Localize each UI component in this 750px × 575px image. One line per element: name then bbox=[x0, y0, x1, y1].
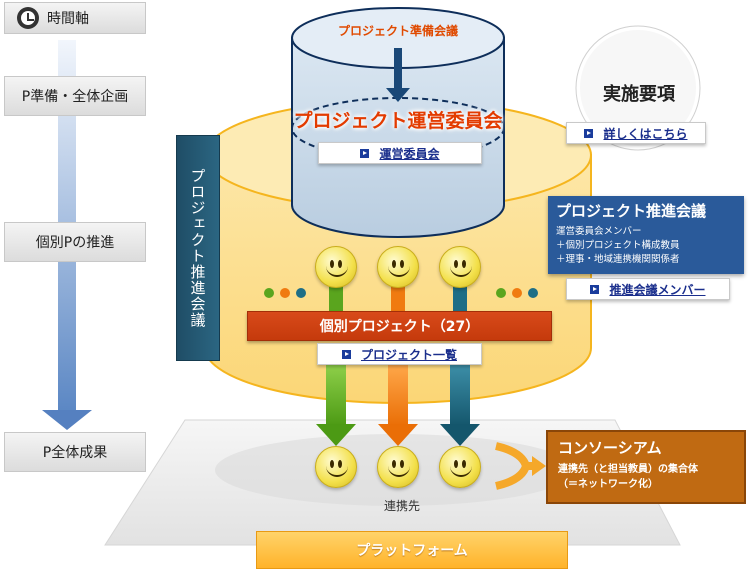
project-list-link-label: プロジェクト一覧 bbox=[360, 347, 457, 362]
steering-committee-title: プロジェクト運営委員会 bbox=[293, 110, 503, 132]
promotion-members-link-button[interactable]: 推進会議メンバー bbox=[566, 278, 730, 300]
promotion-member-line: ＋理事・地域連携機関関係者 bbox=[556, 254, 680, 265]
smiley-face-icon bbox=[377, 246, 419, 288]
arrow-bullet-icon bbox=[341, 349, 351, 359]
promotion-member-line: ＋個別プロジェクト構成教員 bbox=[556, 240, 680, 251]
ellipsis-dot bbox=[280, 288, 290, 298]
promotion-meeting-vertical-label: プロジェクト推進会議 bbox=[176, 135, 220, 361]
arrow-bullet-icon bbox=[360, 148, 370, 158]
ellipsis-dot bbox=[496, 288, 506, 298]
ellipsis-dot bbox=[264, 288, 274, 298]
output-arrows bbox=[316, 364, 480, 446]
merge-arrow bbox=[495, 442, 546, 490]
smiley-face-icon bbox=[439, 446, 481, 488]
timeline-step-results: P全体成果 bbox=[4, 432, 146, 472]
ellipsis-dot bbox=[528, 288, 538, 298]
consortium-box: コンソーシアム 連携先（と担当教員）の集合体 （＝ネットワーク化） bbox=[546, 430, 746, 504]
individual-projects-bar: 個別プロジェクト（27） bbox=[247, 311, 552, 341]
implementation-title: 実施要項 bbox=[603, 84, 675, 105]
timeline-step-promotion: 個別Pの推進 bbox=[4, 222, 146, 262]
timeline-step-label: P全体成果 bbox=[42, 445, 108, 461]
timeline-step-label: P準備・全体企画 bbox=[21, 89, 129, 105]
smiley-face-icon bbox=[315, 446, 357, 488]
clock-icon bbox=[17, 7, 39, 29]
consortium-description: 連携先（と担当教員）の集合体 bbox=[558, 464, 698, 475]
preparation-meeting-label: プロジェクト準備会議 bbox=[337, 24, 458, 38]
promotion-meeting-title: プロジェクト推進会議 bbox=[556, 202, 707, 220]
ellipsis-dot bbox=[296, 288, 306, 298]
project-list-link-button[interactable]: プロジェクト一覧 bbox=[317, 343, 482, 365]
details-link-button[interactable]: 詳しくはこちら bbox=[566, 122, 706, 144]
platform-bar: プラットフォーム bbox=[256, 531, 568, 569]
timeline-step-label: 個別Pの推進 bbox=[35, 235, 115, 251]
smiley-face-icon bbox=[439, 246, 481, 288]
smiley-face-icon bbox=[315, 246, 357, 288]
consortium-description: （＝ネットワーク化） bbox=[558, 479, 658, 490]
promotion-member-line: 運営委員会メンバー bbox=[556, 226, 642, 237]
details-link-label: 詳しくはこちら bbox=[603, 126, 688, 141]
arrow-bullet-icon bbox=[584, 128, 594, 138]
timeline-arrow-head bbox=[42, 410, 92, 430]
promotion-meeting-box: プロジェクト推進会議 運営委員会メンバー ＋個別プロジェクト構成教員 ＋理事・地… bbox=[548, 196, 744, 274]
timeline-header-label: 時間軸 bbox=[47, 11, 89, 27]
arrow-bullet-icon bbox=[590, 284, 600, 294]
timeline-step-preparation: P準備・全体企画 bbox=[4, 76, 146, 116]
committee-cylinder bbox=[291, 7, 505, 238]
partners-label: 連携先 bbox=[383, 499, 420, 513]
committee-link-button[interactable]: 運営委員会 bbox=[318, 142, 482, 164]
consortium-title: コンソーシアム bbox=[558, 439, 662, 457]
smiley-face-icon bbox=[377, 446, 419, 488]
implementation-circle bbox=[575, 25, 701, 151]
ellipsis-dot bbox=[512, 288, 522, 298]
promotion-members-link-label: 推進会議メンバー bbox=[609, 282, 706, 297]
committee-link-label: 運営委員会 bbox=[379, 146, 440, 161]
timeline-header: 時間軸 bbox=[4, 2, 146, 34]
